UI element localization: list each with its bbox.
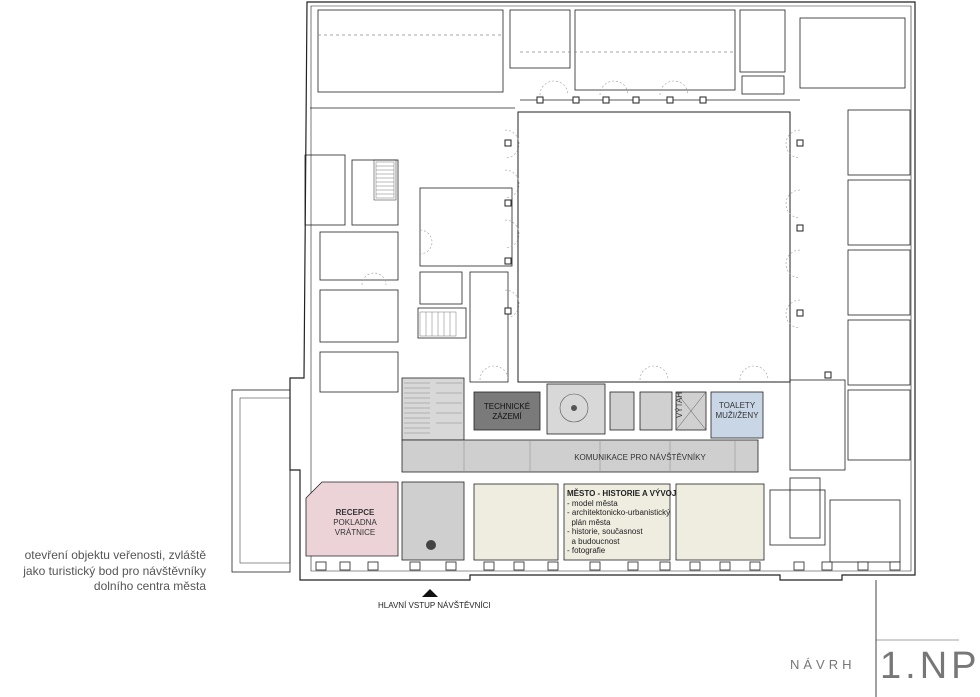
project-note-line3: dolního centra města xyxy=(93,579,206,593)
north-wing xyxy=(310,9,906,109)
drawing-type-label: NÁVRH xyxy=(790,657,856,672)
exhibition-item: - fotografie xyxy=(567,546,606,555)
toilets-label-line2: MUŽI/ŽENY xyxy=(715,411,759,420)
toilets-room xyxy=(710,391,764,439)
reception-label: RECEPCE POKLADNA VRÁTNICE xyxy=(320,508,390,538)
entrance-arrow-icon xyxy=(422,589,438,597)
corridor xyxy=(401,439,759,473)
toilets-label-line1: TOALETY xyxy=(718,401,756,410)
stair-hall xyxy=(401,377,465,441)
west-extension xyxy=(231,389,291,573)
door-swings xyxy=(361,80,801,381)
courtyard xyxy=(517,111,791,383)
exhibition-item: plán města xyxy=(567,517,611,527)
exhibition-title: MĚSTO - HISTORIE A VÝVOJ xyxy=(567,489,677,498)
entrance-label: HLAVNÍ VSTUP NÁVŠTĚVNÍCI xyxy=(378,601,491,610)
stair-treads xyxy=(404,382,462,434)
south-windows xyxy=(315,561,901,571)
floor-label: 1.NP xyxy=(880,645,980,687)
reception-label-line2: POKLADNA xyxy=(333,518,377,527)
service-room-1 xyxy=(609,391,635,431)
project-note: otevření objektu veřenosti, zvláště jako… xyxy=(6,548,206,595)
hall-column xyxy=(426,540,436,550)
exhibition-item: - historie, současnost xyxy=(567,527,643,536)
lift-label: VÝTAH xyxy=(675,391,684,418)
exhibition-room-3 xyxy=(675,483,765,561)
reception-label-line1: RECEPCE xyxy=(335,508,375,517)
technical-label-line1: TECHNICKÉ xyxy=(483,402,531,411)
stairs-west xyxy=(375,161,395,199)
corridor-label: KOMUNIKACE PRO NÁVŠTĚVNÍKY xyxy=(574,453,706,462)
toilets-label: TOALETY MUŽI/ŽENY xyxy=(712,401,762,421)
project-note-line1: otevření objektu veřenosti, zvláště xyxy=(24,548,206,562)
reception-label-line3: VRÁTNICE xyxy=(334,528,376,537)
reception-room xyxy=(305,481,399,557)
exhibition-item: - architektonicko-urbanistický xyxy=(567,508,671,517)
technical-room xyxy=(473,391,541,431)
east-wing xyxy=(769,109,911,563)
service-room-2 xyxy=(639,391,673,431)
stairs-small xyxy=(419,311,457,337)
exhibition-room-1 xyxy=(473,483,559,561)
west-wing xyxy=(304,154,513,393)
exhibition-item: - model města xyxy=(567,498,618,508)
exhibition-label: MĚSTO - HISTORIE A VÝVOJ - model města -… xyxy=(567,489,676,556)
outer-wall-inner xyxy=(310,5,912,572)
courtyard-columns xyxy=(504,96,832,379)
spiral-stair-room xyxy=(546,383,606,435)
technical-room-label: TECHNICKÉ ZÁZEMÍ xyxy=(478,402,536,422)
project-note-line2: jako turistický bod pro návštěvníky xyxy=(23,563,206,578)
technical-label-line2: ZÁZEMÍ xyxy=(492,412,522,421)
exhibition-item: a budoucnost xyxy=(567,536,620,546)
floor-plan xyxy=(231,1,959,697)
exhibition-room-2 xyxy=(563,483,671,561)
